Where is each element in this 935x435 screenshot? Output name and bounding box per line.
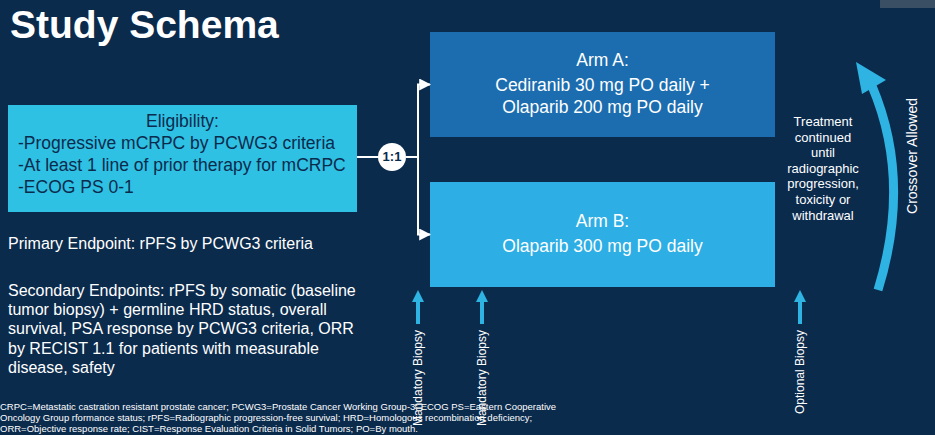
biopsy-arrow (798, 296, 802, 324)
crossover-arrow-head (856, 62, 886, 94)
flow-connector (406, 157, 430, 235)
video-thumbnail (880, 0, 935, 8)
endpoint-text: Secondary Endpoints: rPFS by somatic (ba… (8, 281, 360, 377)
slide-title: Study Schema (10, 2, 279, 49)
box-heading: Eligibility: (18, 111, 347, 133)
arm-box: Arm A: Cediranib 30 mg PO daily + Olapari… (430, 32, 775, 137)
box-body: -At least 1 line of prior therapy for mC… (18, 155, 347, 177)
biopsy-arrow (480, 296, 484, 324)
box-body: Olaparib 300 mg PO daily (502, 236, 702, 258)
footnote: CRPC=Metastatic castration resistant pro… (0, 401, 570, 434)
flow-connector (357, 156, 378, 158)
box-body: -Progressive mCRPC by PCWG3 criteria (18, 133, 347, 155)
eligibility-box: Eligibility:-Progressive mCRPC by PCWG3 … (8, 105, 357, 212)
box-heading: Arm A: (576, 50, 629, 72)
box-body: Cediranib 30 mg PO daily + Olaparib 200 … (480, 75, 725, 119)
ratio-label: 1:1 (383, 149, 402, 165)
endpoint-text: Primary Endpoint: rPFS by PCWG3 criteria (8, 234, 388, 253)
biopsy-arrow (416, 296, 420, 324)
crossover-label: Crossover Allowed (904, 98, 921, 214)
biopsy-label: Optional Biopsy (793, 330, 807, 414)
box-body: -ECOG PS 0-1 (18, 177, 347, 199)
crossover-arc (872, 86, 894, 290)
box-heading: Arm B: (576, 211, 629, 233)
randomization-circle: 1:1 (378, 143, 406, 171)
arm-box: Arm B: Olaparib 300 mg PO daily (430, 182, 775, 287)
treatment-note: Treatment continued until radiographic p… (783, 114, 863, 223)
flow-connector (406, 85, 430, 158)
